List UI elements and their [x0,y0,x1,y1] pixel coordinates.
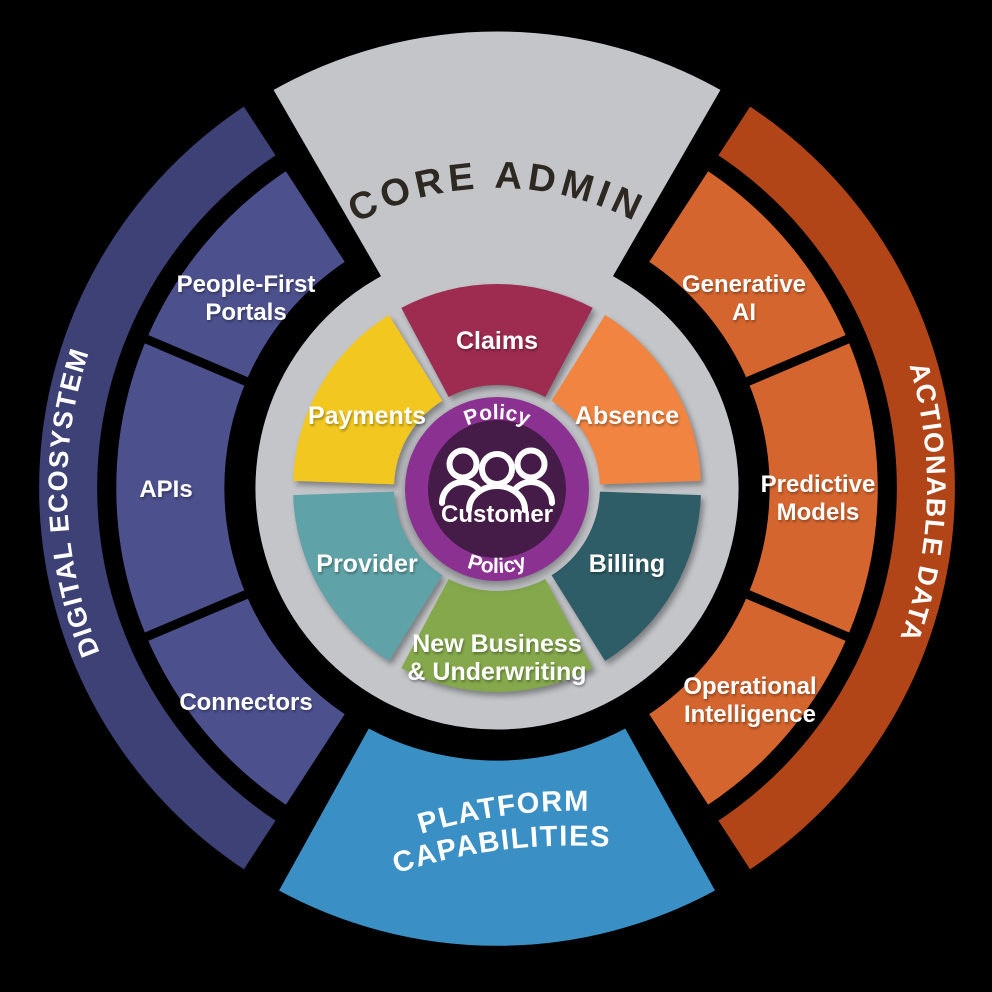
segment-predictive-models [737,331,887,645]
connectors-label: Connectors [179,689,312,716]
segment-operational-intelligence [636,586,858,818]
person-center-body [466,483,528,513]
actionable-data-band-arc [706,94,964,882]
operational-intelligence-label-line2: Intelligence [684,701,816,728]
new-business-label-line2: & Underwriting [407,658,586,686]
inner-wheel-labels: Claims Absence Billing New Business & Un… [308,327,679,686]
operational-intelligence-label-line1: Operational [683,673,816,700]
segment-apis [107,331,257,645]
outer-segment-labels: People-First Portals APIs Connectors Gen… [139,271,875,728]
segment-payments [293,315,443,485]
center-ring-outline-left [234,258,379,718]
people-group-icon [439,447,555,513]
payments-label: Payments [308,402,426,430]
person-left-head [446,447,480,481]
predictive-models-label-line1: Predictive [761,471,876,498]
person-center-head [479,451,515,487]
segment-absence [551,315,701,485]
digital-ecosystem-band-arc [30,94,288,882]
segment-people-first-portals [136,158,358,390]
person-right-head [514,447,548,481]
claims-label: Claims [456,327,538,355]
people-first-portals-label-line2: Portals [205,299,286,326]
generative-ai-label-line2: AI [732,299,756,326]
absence-label: Absence [575,402,679,430]
people-first-portals-label-line1: People-First [177,271,316,298]
segment-connectors [136,586,358,818]
inner-wheel [293,284,701,692]
hub-group: Customer Policy Policy [405,397,589,581]
provider-label: Provider [316,550,418,578]
platform-capabilities-wedge [266,716,728,955]
new-business-label-line1: New Business [412,630,582,658]
segment-claims [401,284,593,397]
actionable-data-group [636,94,964,882]
center-ring-outline-right [615,258,760,718]
billing-label: Billing [589,550,665,578]
predictive-models-label-line2: Models [777,499,860,526]
segment-provider [293,491,443,661]
apis-label: APIs [139,476,192,503]
segment-billing [551,491,701,661]
segment-new-business-underwriting [401,579,593,692]
generative-ai-label-line1: Generative [682,271,806,298]
customer-label: Customer [441,501,553,528]
digital-ecosystem-group [30,94,358,882]
